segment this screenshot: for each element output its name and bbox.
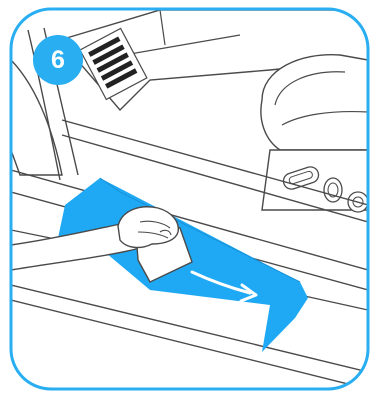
sill-line-6 bbox=[11, 300, 368, 389]
step-number-badge: 6 bbox=[33, 35, 83, 85]
sill-side-line-2 bbox=[300, 295, 368, 310]
